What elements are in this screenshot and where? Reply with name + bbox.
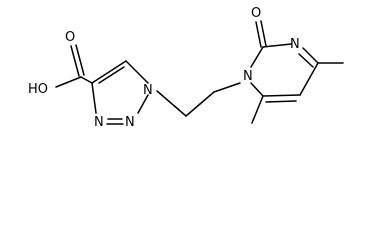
bond-c4-c5 (299, 62, 319, 96)
pyrimidinone-oxygen-label: O (251, 6, 261, 21)
bond-c5-c6 (262, 94, 301, 97)
bond-n1-n2 (137, 94, 149, 114)
bond-ch2-ch2 (185, 91, 215, 117)
bond-c-o-double-a (70, 45, 80, 77)
bond-c5-n1 (125, 60, 149, 84)
bond-c-oh (55, 76, 82, 88)
bond-c2-n3 (262, 43, 292, 48)
bond-c2-o-a (255, 21, 262, 48)
bond-n1-c2 (250, 46, 264, 68)
triazole-n1-label: N (143, 83, 153, 98)
bond-acid-to-ring (80, 76, 93, 84)
hydroxyl-label: HO (28, 82, 48, 97)
bond-c2-o-b (260, 20, 267, 47)
bond-ch2-n-pyrimidine (213, 82, 241, 93)
triazole-n3-label: N (94, 115, 104, 130)
pyrimidine-n1-label: N (243, 69, 253, 84)
bond-c6-n1 (250, 82, 264, 97)
molecule-drawing: HO O N N N N N O (28, 6, 344, 130)
bond-c5-c6-inner (265, 100, 297, 103)
bond-c6-methyl (251, 95, 264, 124)
carboxylic-acid-group (55, 44, 93, 88)
bond-n3-c4-inner (298, 53, 314, 68)
triazole-n2-label: N (125, 115, 135, 130)
ethylene-linker (156, 82, 241, 117)
bond-n3-c4 (302, 47, 319, 64)
pyrimidine-n3-label: N (290, 37, 300, 52)
bond-c-o-double-b (75, 44, 85, 76)
triazole-ring (91, 60, 149, 125)
bond-n3-c4 (91, 82, 97, 114)
structure-canvas: HO O N N N N N O (28, 6, 344, 130)
bond-c4-c5-inner (98, 66, 125, 84)
pyrimidinone-ring (250, 20, 344, 124)
bond-c4-c5 (91, 60, 127, 84)
bond-n1-ch2 (156, 90, 187, 117)
acid-oxygen-label: O (65, 30, 75, 45)
